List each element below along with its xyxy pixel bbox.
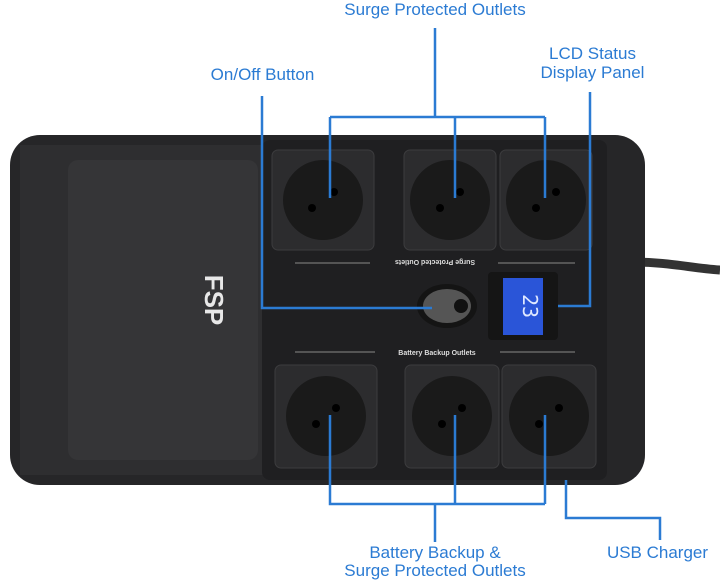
callout-lines (260, 28, 662, 542)
label-on-off-button: On/Off Button (210, 65, 315, 84)
surge-outlets (271, 149, 593, 251)
surge-panel-label: Surge Protected Outlets (395, 258, 475, 265)
brand-logo: FSP (199, 275, 229, 326)
battery-outlets (274, 364, 597, 469)
battery-panel-label: Battery Backup Outlets (398, 350, 476, 357)
label-lcd-line2: Display Panel (540, 63, 645, 82)
power-icon (454, 299, 468, 313)
lcd-reading: 23 (518, 294, 542, 318)
left-panel (68, 160, 258, 460)
label-battery-line1: Battery Backup & (369, 543, 501, 562)
label-lcd-line1: LCD Status (549, 44, 636, 63)
label-battery-line2: Surge Protected Outlets (344, 561, 526, 580)
label-usb-charger: USB Charger (606, 543, 709, 562)
label-surge-protected-outlets: Surge Protected Outlets (344, 0, 526, 19)
